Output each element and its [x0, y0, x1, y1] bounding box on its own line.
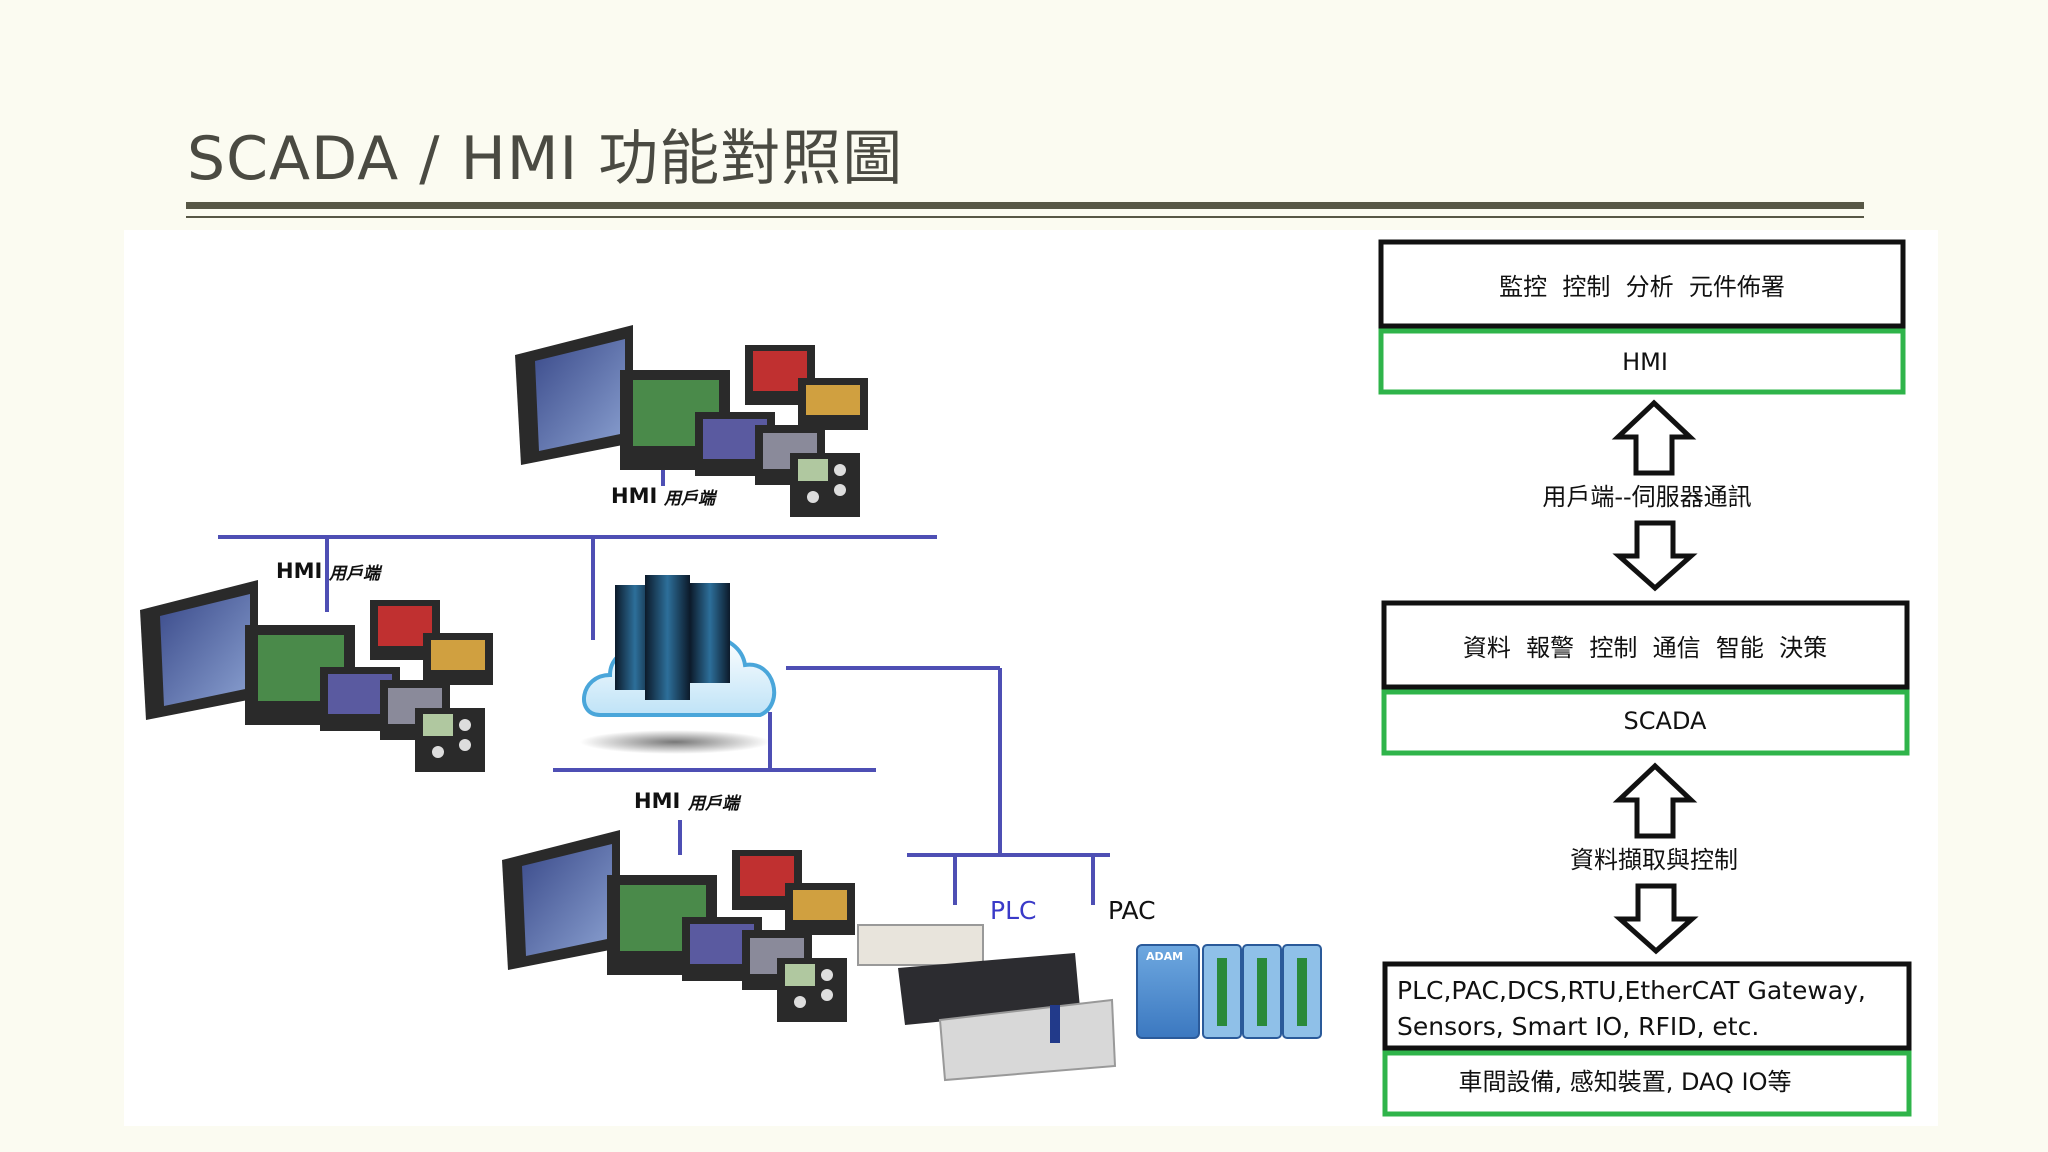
scada-functions-text: 資料 報警 控制 通信 智能 決策	[1463, 634, 1827, 662]
hmi-panel-large	[140, 580, 258, 720]
plc-module-blue	[1050, 1005, 1060, 1043]
hmi-client-suffix-bottom: 用戶端	[687, 794, 742, 814]
hmi-panel-medium	[245, 625, 355, 725]
hmi-label-box	[1378, 328, 1906, 395]
adam-logo: ADAM	[1146, 950, 1183, 963]
up-arrow-icon	[1611, 399, 1697, 476]
plc-rack-dark	[898, 953, 1080, 1025]
scada-label-box	[1381, 689, 1910, 756]
down-arrow-icon	[1613, 883, 1699, 955]
hmi-label-text: HMI	[1622, 348, 1668, 376]
title-rule-thin	[186, 216, 1864, 218]
hmi-keypad	[777, 958, 847, 1022]
devices-box	[1382, 961, 1912, 1051]
scada-functions-box	[1381, 600, 1910, 690]
pac-io-terminal-2	[1257, 958, 1267, 1026]
cloud-server-icon	[580, 575, 777, 754]
pac-controller-unit	[1136, 944, 1200, 1039]
hmi-client-suffix-left: 用戶端	[328, 564, 383, 584]
pac-device: ADAM	[1136, 944, 1322, 1039]
network-lines	[218, 450, 1110, 905]
hmi-client-label-top: HMI	[611, 484, 657, 508]
hmi-keypad	[790, 453, 860, 517]
hmi-client-suffix-top: 用戶端	[663, 489, 718, 509]
hmi-panel-small	[423, 633, 493, 685]
hmi-client-label-left: HMI	[276, 559, 322, 583]
field-label-text: 車間設備, 感知裝置, DAQ IO等	[1458, 1068, 1791, 1096]
hmi-functions-text: 監控 控制 分析 元件佈署	[1499, 273, 1785, 301]
hmi-panel-large	[515, 325, 633, 465]
plc-rack-small	[857, 924, 984, 966]
down-arrow-icon	[1612, 520, 1698, 592]
hmi-client-label-bottom: HMI	[634, 789, 680, 813]
page-title: SCADA / HMI 功能對照圖	[187, 124, 904, 194]
pac-io-terminal-1	[1217, 958, 1227, 1026]
acquire-label: 資料擷取與控制	[1570, 846, 1738, 874]
function-stack: 監控 控制 分析 元件佈署 HMI 用戶端--伺服器通訊 資料 報警 控制 通信…	[1378, 239, 1912, 1117]
hmi-panel-large	[502, 830, 620, 970]
plc-devices	[857, 924, 1117, 1082]
pac-label: PAC	[1108, 896, 1156, 925]
plc-label: PLC	[990, 896, 1036, 925]
hmi-functions-box	[1378, 239, 1906, 329]
hmi-cluster-bottom	[502, 830, 855, 1022]
pac-io-terminal-3	[1297, 958, 1307, 1026]
server-tower-center	[645, 575, 690, 700]
hmi-panel-small	[785, 883, 855, 935]
hmi-panel-small	[798, 378, 868, 430]
hmi-cluster-top	[515, 325, 868, 517]
devices-line-2: Sensors, Smart IO, RFID, etc.	[1397, 1012, 1759, 1041]
devices-line-1: PLC,PAC,DCS,RTU,EtherCAT Gateway,	[1397, 976, 1866, 1005]
scada-label-text: SCADA	[1624, 707, 1707, 735]
cloud-shadow	[580, 730, 770, 754]
hmi-cluster-left	[140, 580, 493, 772]
title-rule-thick	[186, 202, 1864, 209]
comm-label: 用戶端--伺服器通訊	[1542, 483, 1751, 511]
field-label-box	[1382, 1050, 1912, 1117]
up-arrow-icon	[1612, 762, 1698, 839]
server-tower-right	[690, 583, 730, 683]
hmi-keypad	[415, 708, 485, 772]
